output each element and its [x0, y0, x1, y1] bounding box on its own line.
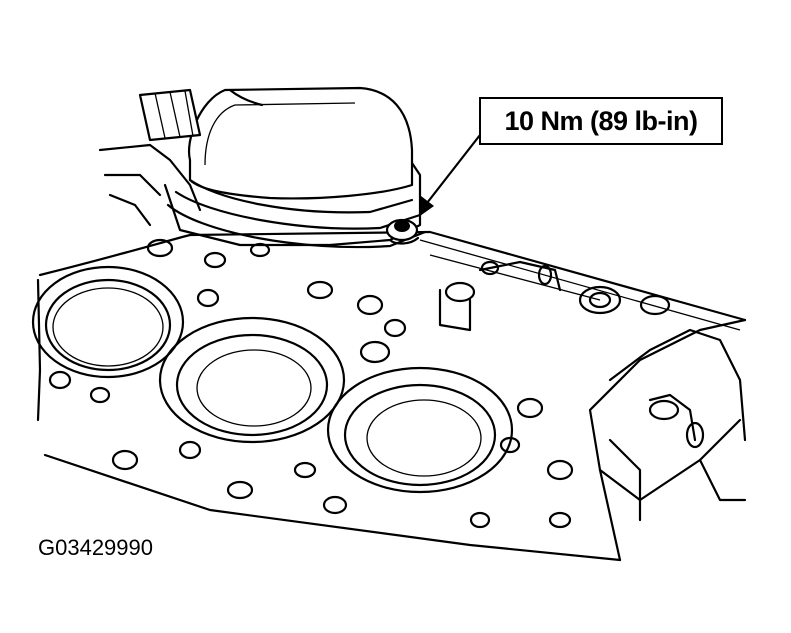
- torque-spec-callout: 10 Nm (89 lb-in): [479, 97, 723, 145]
- figure-number: G03429990: [38, 535, 153, 560]
- cylinder-bore-2: [158, 316, 346, 444]
- cylinder-bore-3: [326, 366, 514, 494]
- cylinder-bore-1: [31, 265, 185, 379]
- torque-leader-arrow: [420, 133, 482, 216]
- block-end-structure: [438, 260, 747, 522]
- breather-housing: [138, 86, 427, 249]
